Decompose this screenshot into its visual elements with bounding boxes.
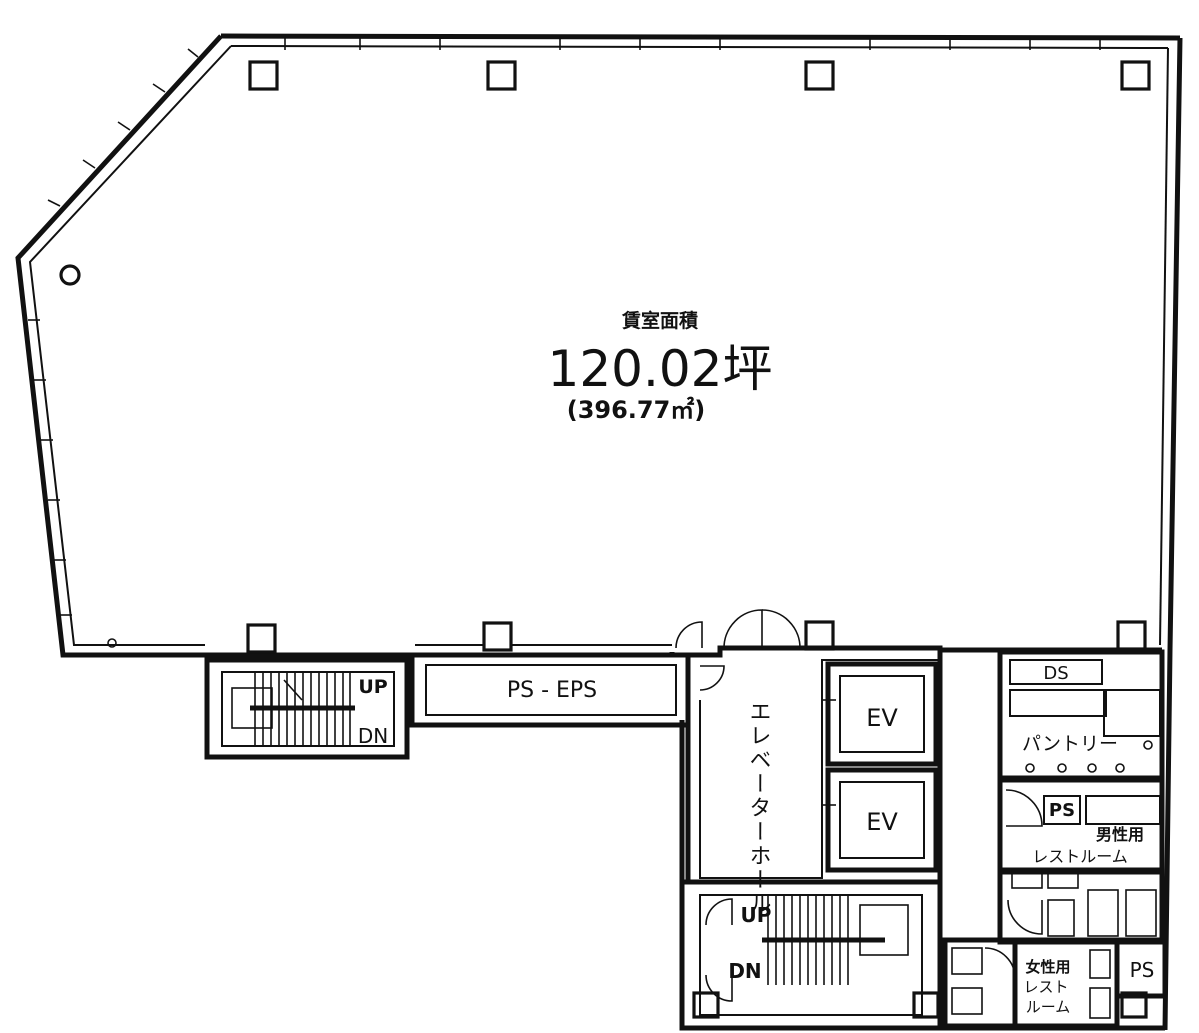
service-core [942, 649, 1168, 1029]
bottom-stair-up-label: UP [741, 903, 772, 927]
left-stair-up-label: UP [358, 676, 387, 698]
ps-men-label: PS [1049, 800, 1075, 821]
area-tsubo: 120.02坪 [548, 340, 773, 398]
elevator-hall-label: エレベーターホール [746, 700, 771, 916]
exterior-walls [15, 33, 1183, 1031]
left-stair-dn-label: DN [358, 724, 388, 748]
area-label: 賃室面積 120.02坪 (396.77㎡) [548, 309, 773, 424]
mens-restroom-label-2: レストルーム [1032, 847, 1128, 866]
area-heading: 賃室面積 [621, 309, 698, 332]
left-stair [204, 657, 410, 760]
pantry-label: パントリー [1022, 733, 1118, 755]
elevator-core [675, 609, 943, 880]
ps-eps-shaft [409, 652, 691, 728]
bottom-stair-dn-label: DN [728, 959, 761, 983]
columns [59, 60, 1151, 1019]
ds-label: DS [1043, 663, 1068, 684]
mens-restroom-label-1: 男性用 [1096, 825, 1144, 844]
ps-eps-label: PS - EPS [507, 678, 597, 703]
womens-restroom-label-2: レスト [1023, 978, 1068, 996]
womens-restroom-label-1: 女性用 [1025, 958, 1070, 976]
ev-lower-label: EV [866, 808, 898, 836]
womens-restroom-label-3: ルーム [1026, 998, 1071, 1016]
area-sqm: (396.77㎡) [567, 396, 706, 424]
ps-corner-label: PS [1130, 958, 1155, 982]
bottom-stair [679, 879, 943, 1031]
window-ticks [28, 38, 1101, 616]
ev-upper-label: EV [866, 704, 898, 732]
